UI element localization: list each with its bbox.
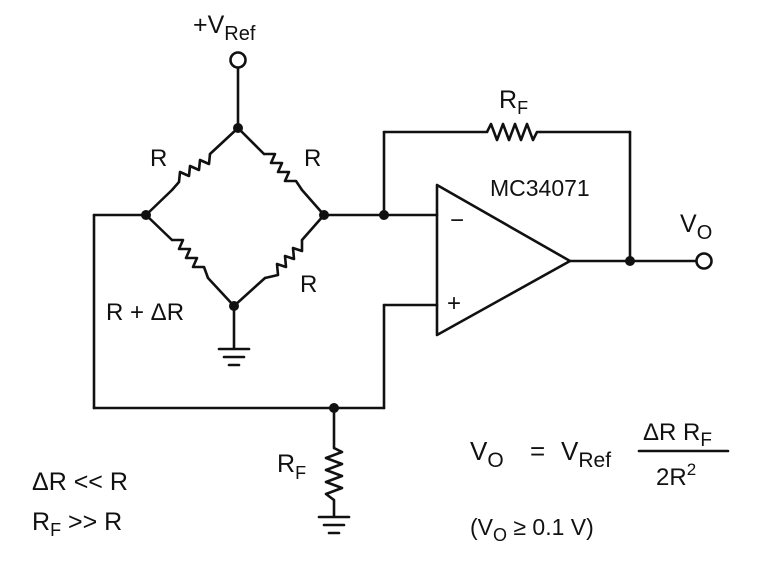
opamp-triangle (435, 183, 572, 337)
junction-top (233, 123, 243, 133)
junction-right (319, 210, 329, 220)
opamp-noninverting-sign: + (447, 290, 461, 317)
bridge-arm-tr-upper (236, 126, 266, 156)
output-terminal (695, 252, 713, 270)
bridge-arm-tl-upper (208, 126, 240, 156)
junction-left (141, 210, 151, 220)
bridge-r-bottom-left-label: R + ΔR (106, 299, 184, 326)
junctions (141, 123, 635, 413)
opamp-part-label: MC34071 (490, 175, 590, 201)
opamp-inverting-sign: − (450, 207, 464, 234)
ground-symbol-lower-rf (317, 515, 351, 535)
condition-rf: RF >> R (32, 508, 122, 540)
resistor-bottom-left (172, 238, 210, 279)
resistor-bottom-right (264, 240, 304, 280)
bridge-r-top-right-label: R (304, 145, 321, 172)
resistor-top-left (171, 153, 212, 191)
junction-lower-rf (329, 403, 339, 413)
feedback-resistor-label: RF (499, 86, 528, 118)
ground-symbol-bridge (217, 347, 251, 367)
condition-delta-r: ΔR << R (32, 468, 128, 496)
bridge-r-top-left-label: R (150, 145, 167, 172)
resistor-top-right (264, 152, 304, 191)
supply-label: +VRef (193, 11, 256, 45)
condition-vo-range: (VO ≥ 0.1 V) (470, 514, 594, 545)
bridge-arm-bl-upper (144, 213, 174, 242)
bridge-r-bottom-right-label: R (300, 271, 317, 298)
bridge-arm-tl-lower (144, 188, 174, 217)
junction-output (625, 256, 635, 266)
lower-feedback-resistor (324, 446, 344, 502)
junction-feedback (379, 210, 389, 220)
junction-bottom (229, 301, 239, 311)
equation-numerator: ΔR RF (643, 419, 712, 451)
output-equation: VO = VRef ΔR RF 2R2 (470, 419, 730, 491)
output-label: VO (680, 210, 712, 244)
equation-denominator: 2R2 (656, 460, 696, 491)
lower-feedback-resistor-label: RF (277, 450, 306, 483)
equation-vo: VO (470, 436, 504, 472)
equation-vref: VRef (561, 436, 611, 472)
bridge-arm-tr-lower (300, 188, 326, 217)
opamp: − + (435, 183, 572, 337)
supply-terminal (229, 51, 247, 69)
feedback-resistor (485, 122, 541, 142)
bridge-arm-bl-lower (206, 276, 236, 308)
equation-equals: = (530, 436, 545, 466)
bridge-arm-br-lower (232, 276, 267, 308)
wires (92, 66, 699, 518)
bridge-arm-br-upper (300, 213, 326, 242)
resistors (171, 122, 541, 502)
